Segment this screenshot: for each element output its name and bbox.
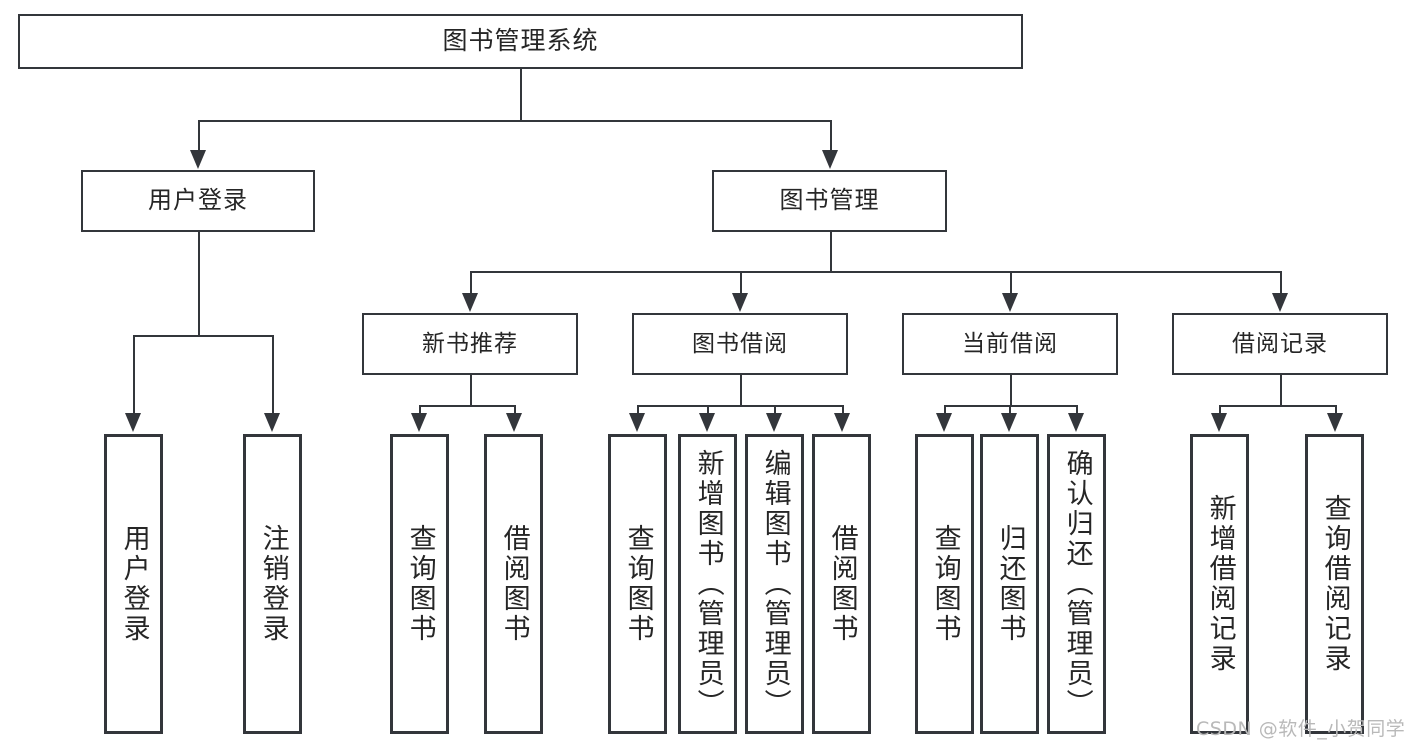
arrowhead-user-login [190,150,206,169]
connector-cb-drop-1 [944,405,946,414]
node-user-login[interactable]: 用户登录 [81,170,315,232]
arrowhead-book-management [822,150,838,169]
arrowhead-leaf-add-book [699,413,715,432]
node-leaf-confirm-return[interactable]: 确认归还（管理员） [1047,434,1106,734]
connector-user-login-drop-1 [133,335,135,414]
node-leaf-borrow-book-1-label: 借阅图书 [498,524,530,644]
connector-user-login-stem [198,232,200,336]
node-leaf-add-record-label: 新增借阅记录 [1204,494,1236,674]
connector-nbr-drop-2 [514,405,516,414]
node-user-login-label: 用户登录 [148,186,248,215]
node-leaf-edit-book[interactable]: 编辑图书（管理员） [745,434,804,734]
arrowhead-borrow-record [1272,293,1288,312]
connector-user-login-bar [133,335,272,337]
connector-bm-drop-4 [1280,271,1282,295]
arrowhead-leaf-query-record [1327,413,1343,432]
connector-bm-drop-3 [1010,271,1012,295]
node-leaf-query-book-3[interactable]: 查询图书 [915,434,974,734]
node-leaf-logout[interactable]: 注销登录 [243,434,302,734]
arrowhead-leaf-user-login [125,413,141,432]
node-book-borrow-label: 图书借阅 [692,330,788,357]
node-leaf-query-book-1-label: 查询图书 [404,524,436,644]
node-root[interactable]: 图书管理系统 [18,14,1023,69]
node-leaf-add-book-label: 新增图书（管理员） [692,449,724,719]
node-leaf-query-record[interactable]: 查询借阅记录 [1305,434,1364,734]
connector-root-bar [198,120,830,122]
node-current-borrow-label: 当前借阅 [962,330,1058,357]
arrowhead-leaf-edit-book [766,413,782,432]
arrowhead-book-borrow [732,293,748,312]
arrowhead-leaf-query-book-1 [411,413,427,432]
node-leaf-user-login-label: 用户登录 [118,524,150,644]
node-leaf-user-login[interactable]: 用户登录 [104,434,163,734]
connector-user-login-drop-2 [272,335,274,414]
node-leaf-add-record[interactable]: 新增借阅记录 [1190,434,1249,734]
node-leaf-add-book[interactable]: 新增图书（管理员） [678,434,737,734]
connector-book-management-stem [830,232,832,272]
connector-root-stem [520,69,522,121]
connector-br-stem [1280,375,1282,406]
node-leaf-query-book-2[interactable]: 查询图书 [608,434,667,734]
connector-cb-drop-3 [1076,405,1078,414]
arrowhead-leaf-add-record [1211,413,1227,432]
node-leaf-query-book-3-label: 查询图书 [929,524,961,644]
node-leaf-query-book-2-label: 查询图书 [622,524,654,644]
arrowhead-leaf-confirm-return [1068,413,1084,432]
node-leaf-borrow-book-1[interactable]: 借阅图书 [484,434,543,734]
connector-bb-stem [740,375,742,406]
connector-cb-drop-2 [1009,405,1011,414]
node-borrow-record-label: 借阅记录 [1232,330,1328,357]
node-current-borrow[interactable]: 当前借阅 [902,313,1118,375]
connector-bb-drop-2 [707,405,709,414]
connector-root-to-book-management [830,120,832,151]
node-book-borrow[interactable]: 图书借阅 [632,313,848,375]
arrowhead-leaf-return-book [1001,413,1017,432]
connector-nbr-bar [419,405,514,407]
connector-cb-stem [1010,375,1012,406]
connector-book-management-bar [470,271,1280,273]
arrowhead-leaf-borrow-book-1 [506,413,522,432]
connector-nbr-drop-1 [419,405,421,414]
node-leaf-borrow-book-2[interactable]: 借阅图书 [812,434,871,734]
connector-bm-drop-2 [740,271,742,295]
node-leaf-edit-book-label: 编辑图书（管理员） [759,449,791,719]
node-root-label: 图书管理系统 [442,26,599,56]
node-new-book-recommend-label: 新书推荐 [422,330,518,357]
arrowhead-leaf-logout [264,413,280,432]
node-book-management[interactable]: 图书管理 [712,170,947,232]
connector-br-drop-1 [1219,405,1221,414]
node-new-book-recommend[interactable]: 新书推荐 [362,313,578,375]
node-leaf-query-book-1[interactable]: 查询图书 [390,434,449,734]
node-leaf-confirm-return-label: 确认归还（管理员） [1061,449,1093,719]
arrowhead-leaf-borrow-book-2 [834,413,850,432]
connector-br-drop-2 [1335,405,1337,414]
connector-bb-bar [637,405,842,407]
arrowhead-leaf-query-book-2 [629,413,645,432]
node-leaf-return-book[interactable]: 归还图书 [980,434,1039,734]
connector-bm-drop-1 [470,271,472,295]
connector-bb-drop-1 [637,405,639,414]
connector-bb-drop-4 [842,405,844,414]
node-borrow-record[interactable]: 借阅记录 [1172,313,1388,375]
node-leaf-return-book-label: 归还图书 [994,524,1026,644]
node-leaf-logout-label: 注销登录 [257,524,289,644]
arrowhead-new-book-recommend [462,293,478,312]
node-leaf-borrow-book-2-label: 借阅图书 [826,524,858,644]
arrowhead-current-borrow [1002,293,1018,312]
node-leaf-query-record-label: 查询借阅记录 [1319,494,1351,674]
connector-br-bar [1219,405,1335,407]
node-book-management-label: 图书管理 [779,186,880,215]
connector-root-to-user-login [198,120,200,151]
connector-bb-drop-3 [774,405,776,414]
connector-nbr-stem [470,375,472,406]
arrowhead-leaf-query-book-3 [936,413,952,432]
